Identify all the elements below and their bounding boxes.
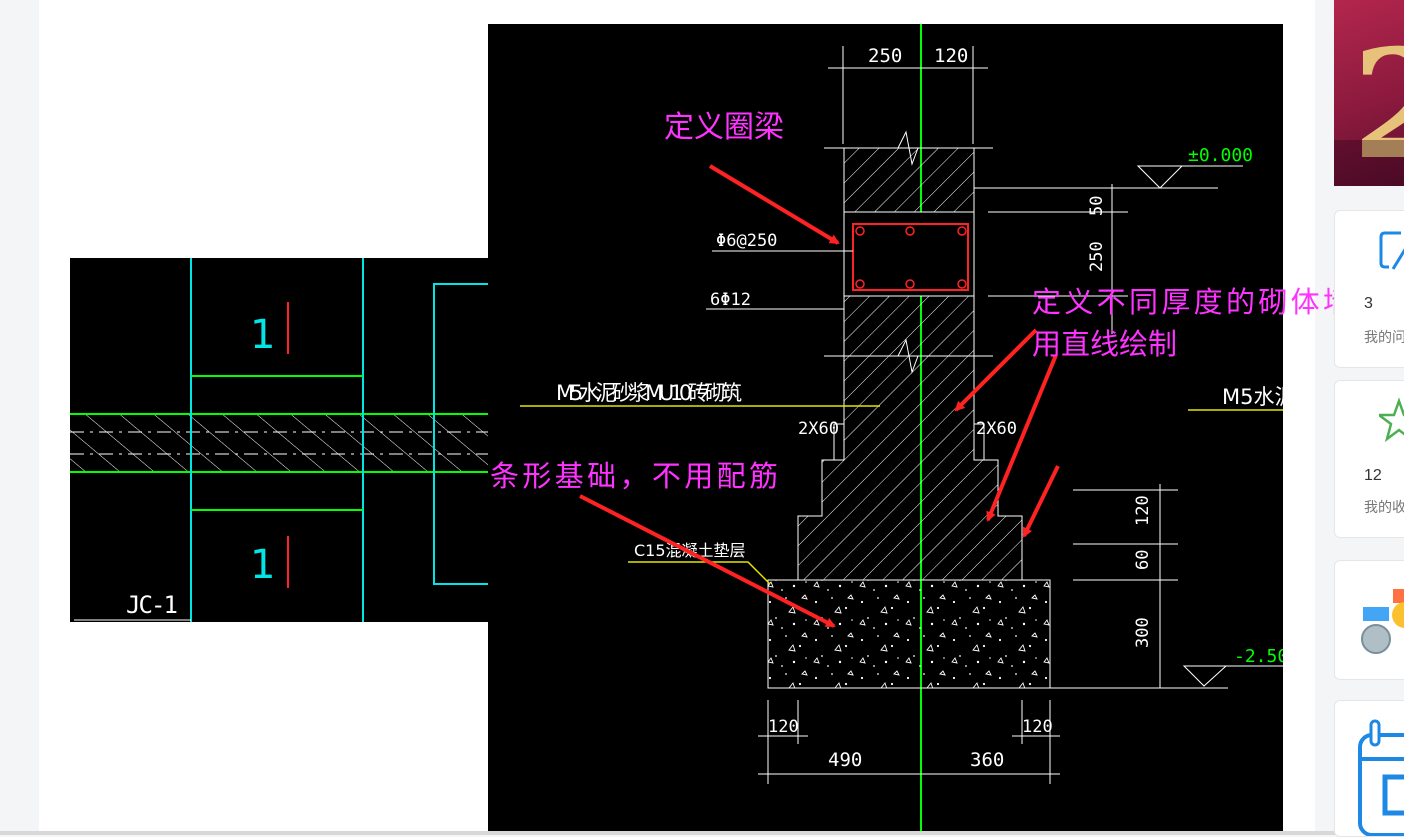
masonry-label: M5水泥砂浆MU10砖砌筑 xyxy=(556,381,742,405)
star-icon xyxy=(1375,397,1404,450)
dim-right-0: 50 xyxy=(1087,196,1107,216)
dim-top-1: 120 xyxy=(934,45,968,67)
calendar-icon xyxy=(1357,719,1404,836)
level-symbol-top xyxy=(1136,165,1184,189)
ring-beam xyxy=(843,211,975,297)
wall-middle xyxy=(843,295,975,357)
footing-tag: JC-1 xyxy=(126,591,178,619)
medal-icon xyxy=(1357,585,1404,662)
level-bottom: -2.500 xyxy=(1234,646,1283,667)
page-bottom-border xyxy=(0,831,1404,835)
cad-section-image: 250 120 ±0.000 Φ6@250 6Φ12 M5水泥砂浆MU xyxy=(488,24,1283,831)
cad-plan-svg: 1 1 JC-1 xyxy=(70,258,488,622)
rebar-main: 6Φ12 xyxy=(710,290,751,310)
stirrup xyxy=(852,223,969,291)
dim-bottom-1: 490 xyxy=(828,749,862,771)
stepped-foundation xyxy=(797,355,1023,581)
my-favorites-card[interactable]: 12 我的收 xyxy=(1334,380,1404,538)
edit-icon xyxy=(1379,229,1404,280)
cad-plan-image: 1 1 JC-1 xyxy=(70,258,488,622)
step-left: 2X60 xyxy=(798,419,839,439)
checkin-card[interactable] xyxy=(1334,700,1404,837)
section-mark-top: 1 xyxy=(250,312,275,358)
dim-right-4: 300 xyxy=(1133,617,1153,648)
promo-banner[interactable]: 2 xyxy=(1334,0,1404,186)
banner-shade xyxy=(1334,140,1404,186)
adjacent-footing-outline xyxy=(433,283,488,585)
wall-upper xyxy=(843,147,975,213)
dim-bottom-2: 360 xyxy=(970,749,1004,771)
level-symbol-bottom xyxy=(1182,665,1228,687)
section-mark-bottom: 1 xyxy=(250,542,275,588)
banner-graphic: 2 xyxy=(1352,30,1404,180)
rebar-stirrup: Φ6@250 xyxy=(716,231,777,251)
wall-hatch xyxy=(70,414,488,472)
questions-count: 3 xyxy=(1364,295,1373,312)
favorites-count: 12 xyxy=(1364,467,1382,484)
questions-label: 我的问 xyxy=(1364,329,1404,345)
cushion-label: C15混凝土垫层 xyxy=(634,541,746,560)
step-right: 2X60 xyxy=(976,419,1017,439)
concrete-cushion xyxy=(767,579,1051,689)
dim-right-3: 60 xyxy=(1133,550,1153,570)
favorites-label: 我的收 xyxy=(1364,499,1404,515)
dim-bottom-0: 120 xyxy=(768,717,799,737)
dim-right-1: 250 xyxy=(1087,241,1107,272)
dim-top-0: 250 xyxy=(868,45,902,67)
masonry-label-cut: M5水泥 xyxy=(1222,385,1283,409)
my-questions-card[interactable]: 3 我的问 xyxy=(1334,210,1404,368)
dim-right-2: 120 xyxy=(1133,495,1153,526)
level-top: ±0.000 xyxy=(1188,145,1253,166)
cad-section-svg: 250 120 ±0.000 Φ6@250 6Φ12 M5水泥砂浆MU xyxy=(520,24,1283,831)
right-sidebar: 2 3 我的问 12 我的收 xyxy=(1334,0,1404,837)
rebars xyxy=(855,226,967,289)
dim-bottom-3: 120 xyxy=(1022,717,1053,737)
cushion-leader xyxy=(628,561,771,585)
medals-card[interactable] xyxy=(1334,560,1404,680)
step-outline-left xyxy=(822,423,844,461)
